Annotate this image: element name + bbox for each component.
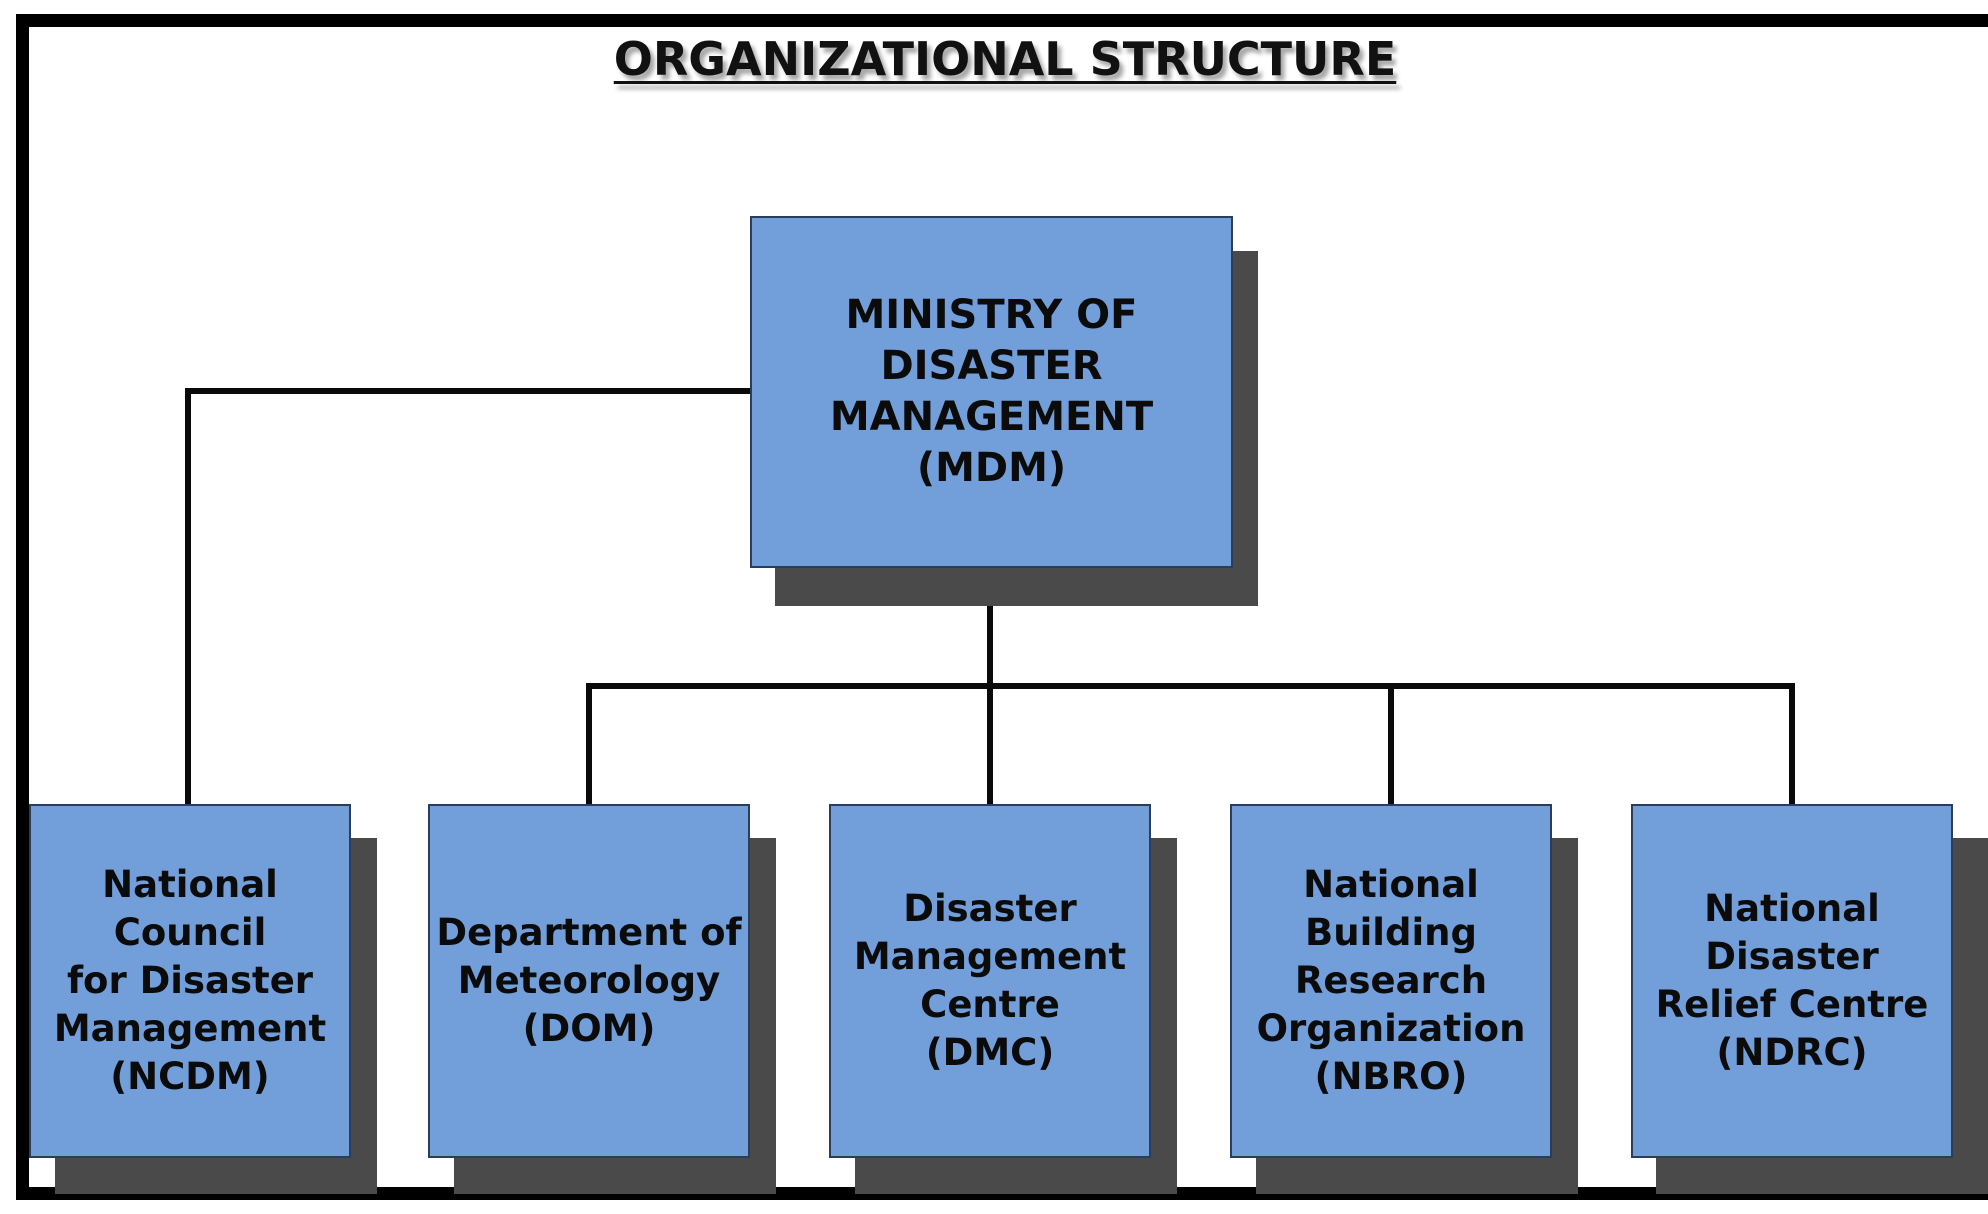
- connector-root-to-ncdm: [185, 388, 753, 807]
- node-ncdm-label: National Council for Disaster Management…: [53, 862, 327, 1099]
- node-ncdm: National Council for Disaster Management…: [29, 804, 351, 1158]
- node-dom: Department of Meteorology (DOM): [428, 804, 750, 1158]
- node-dom-label: Department of Meteorology (DOM): [436, 910, 742, 1051]
- node-mdm: MINISTRY OF DISASTER MANAGEMENT (MDM): [750, 216, 1233, 568]
- node-dmc-label: Disaster Management Centre (DMC): [853, 886, 1127, 1075]
- node-dmc: Disaster Management Centre (DMC): [829, 804, 1151, 1158]
- node-ndrc-label: National Disaster Relief Centre (NDRC): [1655, 886, 1929, 1075]
- diagram-title: ORGANIZATIONAL STRUCTURE: [613, 32, 1397, 86]
- node-ndrc: National Disaster Relief Centre (NDRC): [1631, 804, 1953, 1158]
- node-nbro-label: National Building Research Organization …: [1256, 862, 1526, 1099]
- node-nbro: National Building Research Organization …: [1230, 804, 1552, 1158]
- node-mdm-label: MINISTRY OF DISASTER MANAGEMENT (MDM): [829, 291, 1154, 492]
